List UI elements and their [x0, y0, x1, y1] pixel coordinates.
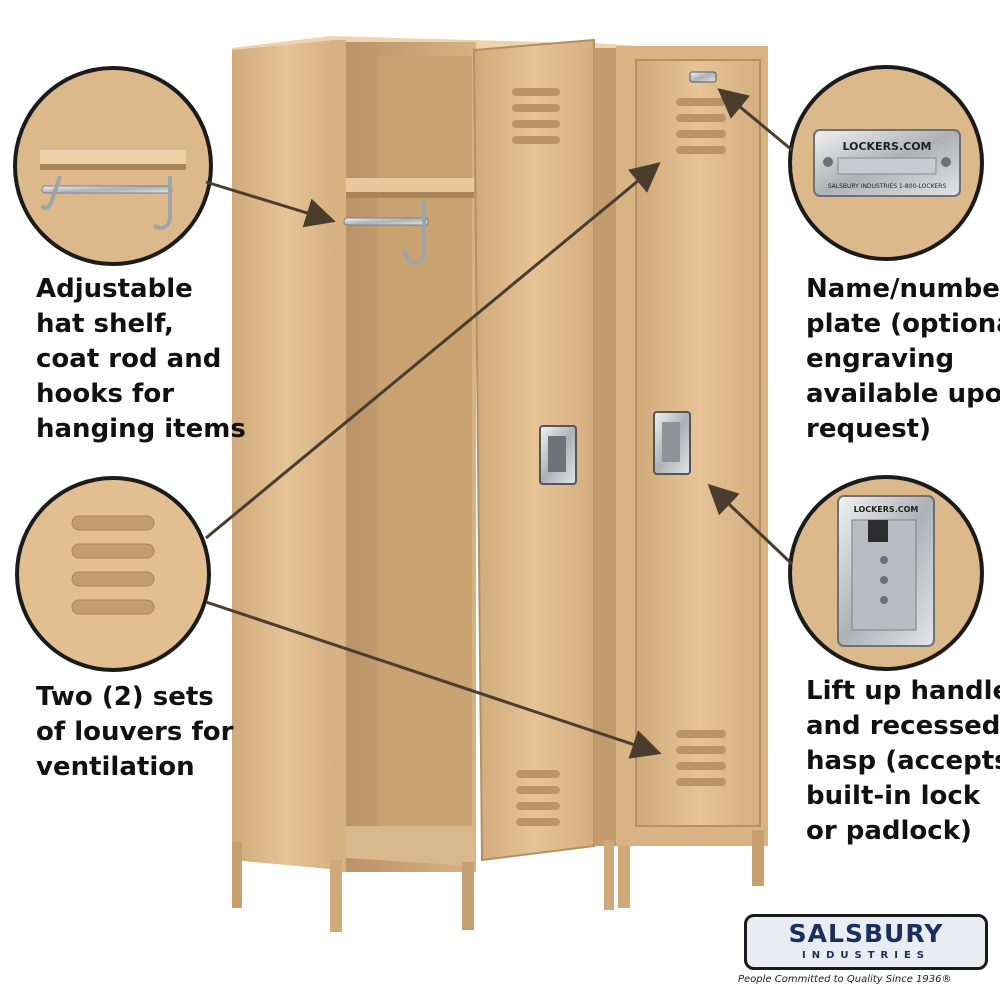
- coat-rod: [343, 217, 429, 226]
- callout-shelf-line: Adjustable: [36, 274, 193, 304]
- arrow-to-top-louvers: [205, 162, 661, 540]
- arrow-to-coat-rod: [205, 180, 336, 228]
- brand-subtitle: INDUSTRIES: [802, 950, 930, 961]
- name-plate-inset: LOCKERS.COM SALSBURY INDUSTRIES 1-800-LO…: [788, 65, 984, 261]
- callout-plate-line: request): [806, 414, 931, 444]
- callout-louvers-line: ventilation: [36, 752, 195, 782]
- callout-handle-line: built-in lock: [806, 781, 981, 811]
- handle-inset: LOCKERS.COM: [788, 475, 984, 671]
- closed-door-louvers-top: [676, 98, 726, 154]
- handle-plate-brand: LOCKERS.COM: [854, 505, 919, 514]
- callout-name-plate: Name/number plate (optional engraving av…: [806, 272, 1000, 447]
- callout-handle: Lift up handle and recessed hasp (accept…: [806, 674, 1000, 849]
- callout-shelf: Adjustable hat shelf, coat rod and hooks…: [36, 272, 246, 447]
- shelf-hooks-inset: [13, 66, 213, 266]
- louvers-inset: [15, 476, 211, 672]
- closed-door-louvers-bottom: [676, 730, 726, 786]
- callout-plate-line: available upon: [806, 379, 1000, 409]
- callout-shelf-line: coat rod and: [36, 344, 222, 374]
- callout-shelf-line: hooks for: [36, 379, 175, 409]
- callout-handle-line: hasp (accepts: [806, 746, 1000, 776]
- callout-shelf-line: hat shelf,: [36, 309, 174, 339]
- hat-shelf: [346, 178, 474, 192]
- arrow-to-handle: [707, 483, 794, 566]
- callout-shelf-line: hanging items: [36, 414, 246, 444]
- coat-hook: [403, 200, 426, 265]
- name-plate-footer: SALSBURY INDUSTRIES 1-800-LOCKERS: [828, 183, 947, 190]
- arrow-to-name-plate: [717, 88, 793, 152]
- salsbury-logo: SALSBURY INDUSTRIES: [744, 914, 988, 970]
- brand-tagline: People Committed to Quality Since 1936®: [738, 974, 952, 985]
- arrow-to-bottom-louvers: [205, 600, 662, 759]
- callout-plate-line: plate (optional: [806, 309, 1000, 339]
- locker-bank: [232, 36, 768, 932]
- callout-plate-line: Name/number: [806, 274, 1000, 304]
- callout-handle-line: or padlock): [806, 816, 972, 846]
- door-number-plate: [689, 71, 717, 83]
- callout-handle-line: Lift up handle: [806, 676, 1000, 706]
- open-door-louvers-top: [512, 88, 560, 144]
- callout-louvers-line: Two (2) sets: [36, 682, 214, 712]
- left-side-panel: [232, 40, 340, 870]
- open-door-louvers-bottom: [516, 770, 560, 826]
- brand-name: SALSBURY: [788, 919, 944, 948]
- callout-arrows: [205, 88, 794, 759]
- callout-plate-line: engraving: [806, 344, 955, 374]
- name-plate-brand: LOCKERS.COM: [842, 140, 931, 153]
- callout-handle-line: and recessed: [806, 711, 1000, 741]
- callout-louvers-line: of louvers for: [36, 717, 234, 747]
- callout-louvers: Two (2) sets of louvers for ventilation: [36, 680, 233, 785]
